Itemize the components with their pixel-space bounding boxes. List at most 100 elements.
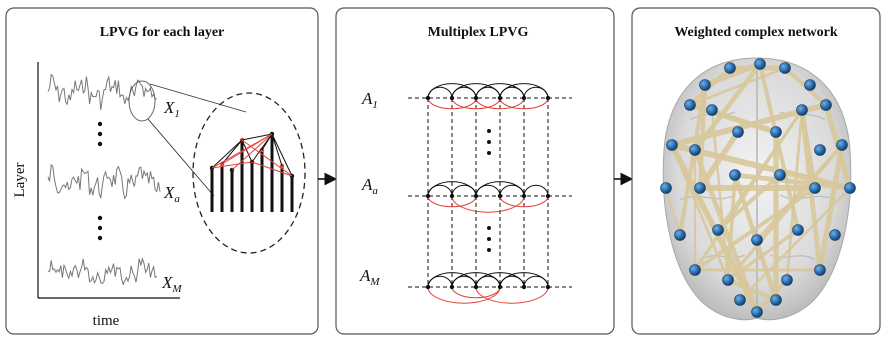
network-node xyxy=(694,182,706,194)
layer-node xyxy=(449,284,455,290)
arc-red xyxy=(499,195,549,208)
arc-red xyxy=(451,97,501,110)
ellipsis-dots-upper xyxy=(487,129,491,155)
layer-node xyxy=(521,95,527,101)
network-edge xyxy=(715,172,783,233)
arc-black xyxy=(499,272,549,288)
panel-title: Weighted complex network xyxy=(674,25,838,40)
zoom-line-top xyxy=(149,83,247,113)
network-node xyxy=(754,58,766,70)
zoom-line-bottom xyxy=(147,118,215,197)
network-node xyxy=(804,79,816,91)
zoom-selection xyxy=(128,80,156,122)
panel-title: Multiplex LPVG xyxy=(428,25,529,40)
x-axis-label: time xyxy=(93,313,120,329)
network-node xyxy=(706,104,718,116)
series-label-1: X1 xyxy=(163,98,180,120)
network-node xyxy=(820,99,832,111)
layer-node xyxy=(425,193,431,199)
network-node xyxy=(724,62,736,74)
series-label-m: XM xyxy=(161,273,182,295)
network-edge xyxy=(665,187,681,236)
layer-node xyxy=(425,95,431,101)
network-edge xyxy=(688,66,787,107)
ellipsis-dots-lower xyxy=(97,215,103,241)
network-edge xyxy=(726,143,844,282)
arc-red xyxy=(475,97,525,110)
arc-black xyxy=(451,83,501,99)
network-node xyxy=(781,274,793,286)
zoomed-lpvg-edges xyxy=(211,133,293,177)
network-node xyxy=(792,224,804,236)
network-node xyxy=(779,62,791,74)
layer-node xyxy=(497,95,503,101)
layer-node xyxy=(449,193,455,199)
network-edge xyxy=(799,107,818,191)
arc-black xyxy=(451,272,501,288)
lpvg-edge-black xyxy=(241,133,273,141)
network-edge xyxy=(677,82,708,238)
layer-label-1: A1 xyxy=(361,89,378,111)
arc-red xyxy=(451,195,525,213)
arc-black xyxy=(427,83,477,99)
network-node xyxy=(689,144,701,156)
arc-black xyxy=(427,272,477,288)
network-edge xyxy=(692,147,760,315)
signal-trace-a xyxy=(47,163,161,200)
ellipsis-dots-upper xyxy=(97,121,103,147)
lpvg-edge-red xyxy=(241,139,293,177)
layer-node xyxy=(521,193,527,199)
arc-red xyxy=(499,97,549,110)
layer-node xyxy=(545,95,551,101)
multiplex-layers xyxy=(408,83,572,304)
lpvg-edge-black xyxy=(271,133,283,167)
arc-red xyxy=(427,286,501,304)
network-node xyxy=(774,169,786,181)
network-edge xyxy=(817,142,845,273)
layer-node xyxy=(521,284,527,290)
layer-node xyxy=(473,193,479,199)
network-node xyxy=(829,229,841,241)
arc-black xyxy=(427,181,477,197)
network-node xyxy=(751,234,763,246)
network-node xyxy=(814,264,826,276)
network-node xyxy=(734,294,746,306)
layer-node xyxy=(425,284,431,290)
network-node xyxy=(770,126,782,138)
layer-node xyxy=(473,95,479,101)
network-node xyxy=(729,169,741,181)
lpvg-edge-black xyxy=(211,139,243,169)
layer-label-a: Aa xyxy=(361,175,378,197)
arc-red xyxy=(427,97,477,110)
network-node xyxy=(699,79,711,91)
network-node xyxy=(732,126,744,138)
layer-node xyxy=(545,284,551,290)
network-node xyxy=(722,274,734,286)
panel-frame xyxy=(335,7,615,335)
layer-node xyxy=(449,95,455,101)
arc-black xyxy=(499,83,549,99)
network-node xyxy=(809,182,821,194)
layer-node xyxy=(545,193,551,199)
layer-node xyxy=(497,284,503,290)
network-node xyxy=(712,224,724,236)
network-node xyxy=(660,182,672,194)
signal-trace-m xyxy=(47,257,158,286)
lpvg-edge-red xyxy=(251,161,293,177)
arc-black xyxy=(523,184,549,197)
arc-red xyxy=(475,286,549,304)
ellipsis-dots-lower xyxy=(487,226,491,252)
network-node xyxy=(844,182,856,194)
lpvg-edge-red xyxy=(221,133,273,165)
lpvg-edge-black xyxy=(271,133,293,177)
network-edge xyxy=(697,82,708,191)
arc-black xyxy=(475,181,525,197)
network-edge xyxy=(669,142,853,191)
network-edge xyxy=(692,61,763,153)
network-node xyxy=(751,306,763,318)
layer-node xyxy=(497,193,503,199)
panel-weighted-complex-network: Weighted complex network xyxy=(631,7,881,335)
arc-black xyxy=(475,83,525,99)
network-node xyxy=(674,229,686,241)
